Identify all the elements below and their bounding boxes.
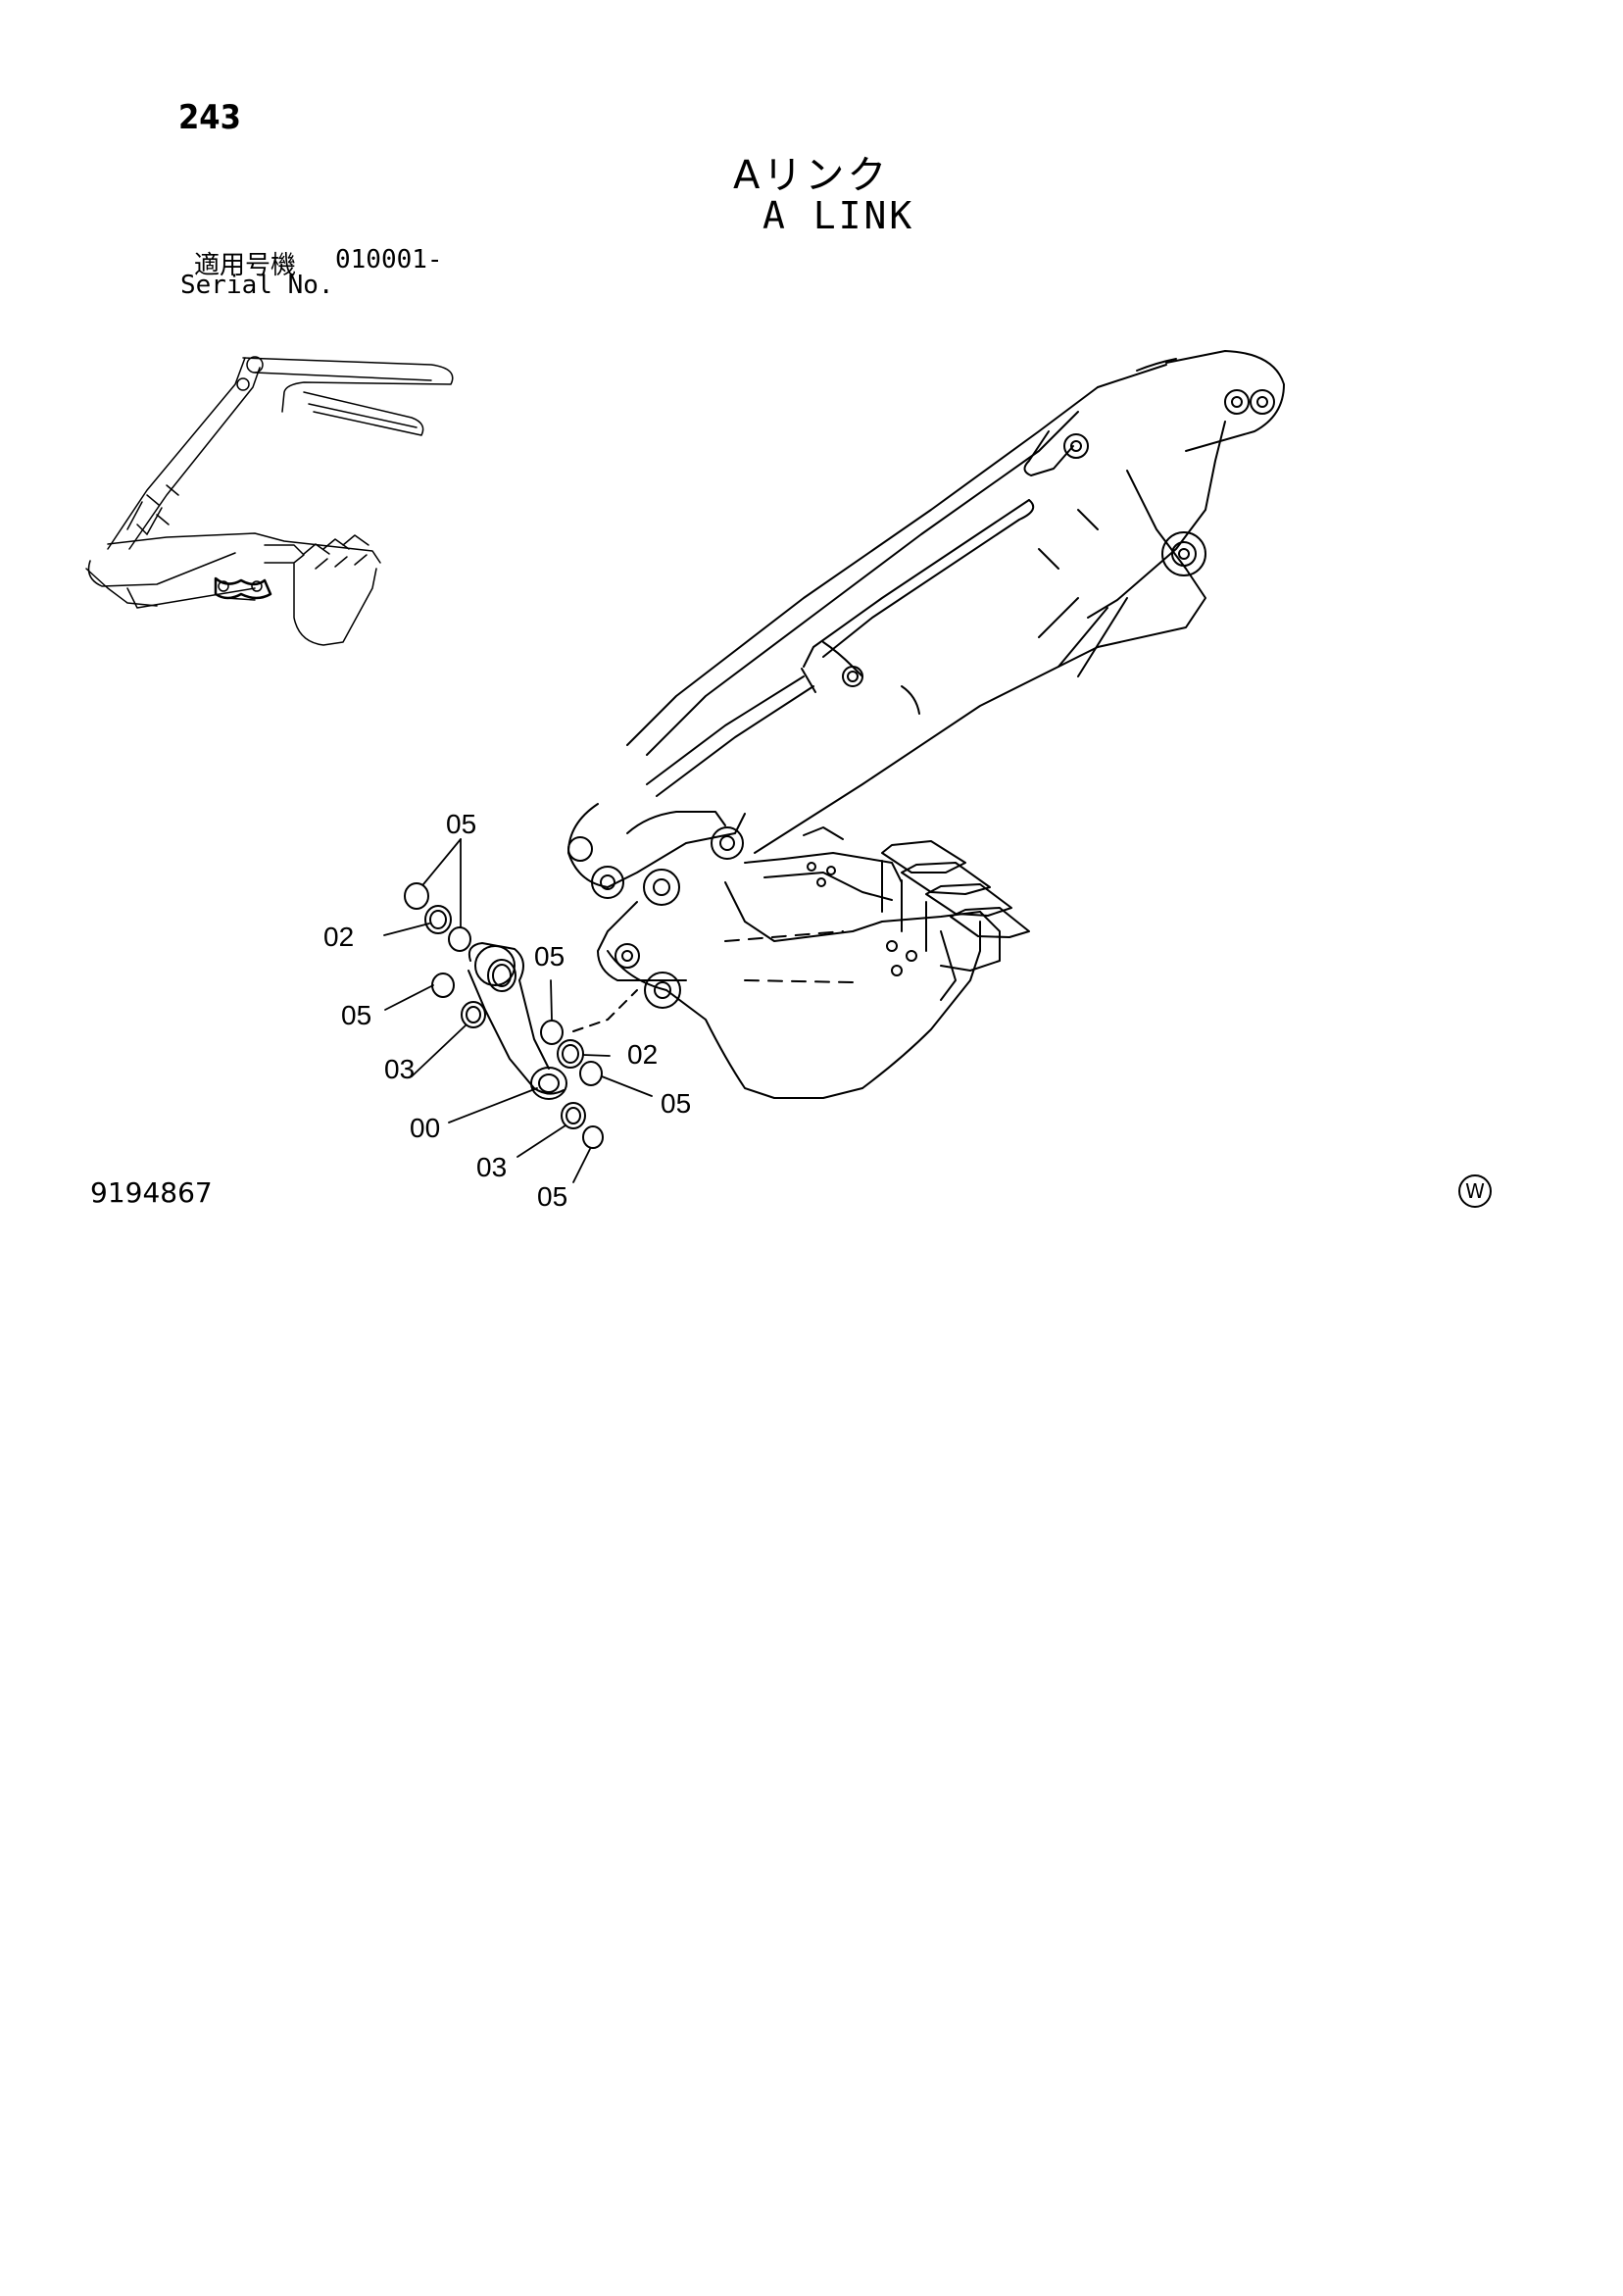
callout-label: 05: [537, 1181, 567, 1212]
page-number: 243: [178, 98, 241, 137]
callout-label: 05: [341, 1000, 371, 1030]
callout-label: 02: [627, 1039, 658, 1070]
serial-value: 010001-: [335, 245, 443, 275]
callout-label: 05: [661, 1088, 691, 1119]
serial-label-japanese: 適用号機: [194, 251, 297, 280]
title-japanese: Aリンク: [733, 153, 890, 198]
callout-label: 03: [384, 1054, 415, 1084]
arm-assembly: [626, 350, 1285, 854]
callout-label: 00: [410, 1113, 440, 1143]
callout-label: 05: [446, 809, 476, 839]
callouts: 05 02 05 05 03 02 05 00 03 05: [323, 809, 691, 1212]
overview-sketch: [85, 356, 454, 646]
callout-label: 03: [476, 1152, 507, 1182]
serial-label-english: Serial No.: [180, 271, 334, 300]
a-link-parts: [404, 882, 638, 1149]
callout-label: 02: [323, 922, 354, 952]
bucket: [567, 803, 1030, 1099]
w-mark-icon: W: [1458, 1174, 1492, 1208]
title-english: A LINK: [762, 194, 915, 237]
leader-lines: [383, 838, 653, 1183]
drawing-number: 9194867: [90, 1176, 213, 1209]
callout-label: 05: [534, 941, 565, 972]
